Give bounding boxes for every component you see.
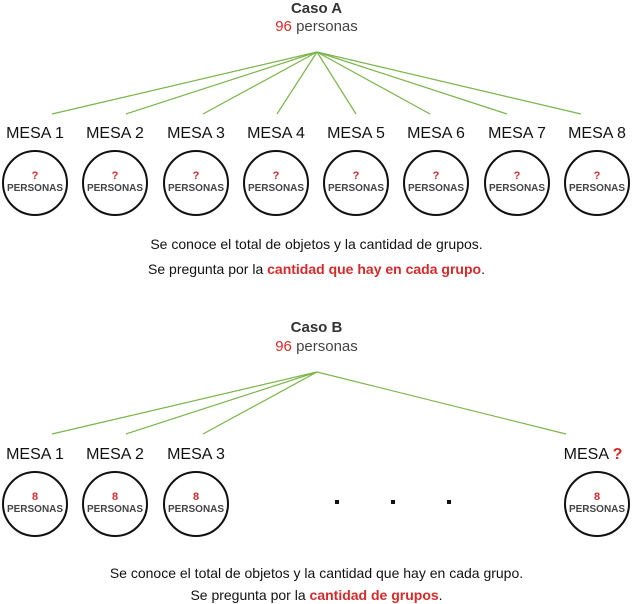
caso-b-note-line-2: Se pregunta por la cantidad de grupos. bbox=[0, 587, 633, 603]
caso-a-total: 96 personas bbox=[0, 18, 633, 35]
caso-b-connectors bbox=[51, 371, 567, 435]
mesa-unit: PERSONAS bbox=[6, 183, 64, 194]
mesa-label-text: MESA bbox=[563, 446, 609, 463]
caso-b-mesa-2-label: MESA 2 bbox=[86, 446, 144, 463]
mesa-value: ? bbox=[111, 170, 119, 182]
caso-b-total-unit: personas bbox=[296, 338, 358, 355]
note-highlight: cantidad que hay en cada grupo bbox=[267, 261, 482, 277]
mesa-value: ? bbox=[192, 170, 200, 182]
mesa-value: 8 bbox=[192, 491, 200, 503]
mesa-unit: PERSONAS bbox=[86, 183, 144, 194]
caso-a-mesa-6-circle: ? PERSONAS bbox=[403, 150, 469, 216]
caso-b-mesa-1-circle: 8 PERSONAS bbox=[2, 471, 68, 537]
mesa-unit: PERSONAS bbox=[488, 183, 546, 194]
caso-a-mesa-5-circle: ? PERSONAS bbox=[323, 150, 389, 216]
caso-a-title: Caso A bbox=[290, 0, 343, 17]
caso-b-title: Caso B bbox=[290, 319, 343, 336]
mesa-unit: PERSONAS bbox=[167, 183, 225, 194]
caso-b-mesa-3-label: MESA 3 bbox=[167, 446, 225, 463]
note-suffix: . bbox=[438, 587, 443, 603]
mesa-unit: PERSONAS bbox=[327, 183, 385, 194]
caso-b-mesa-unknown-circle: 8 PERSONAS bbox=[564, 471, 630, 537]
ellipsis-dot bbox=[391, 500, 395, 504]
caso-a-mesa-5-label: MESA 5 bbox=[327, 125, 385, 142]
caso-a-mesa-8-label: MESA 8 bbox=[568, 125, 626, 142]
mesa-value: 8 bbox=[593, 491, 601, 503]
caso-a-mesa-6-label: MESA 6 bbox=[407, 125, 465, 142]
caso-a-total-value: 96 bbox=[275, 18, 292, 35]
ellipsis-dot bbox=[335, 500, 339, 504]
caso-b-mesa-3-circle: 8 PERSONAS bbox=[163, 471, 229, 537]
caso-a-note-line-1: Se conoce el total de objetos y la canti… bbox=[150, 236, 483, 252]
mesa-unit: PERSONAS bbox=[86, 504, 144, 515]
mesa-unit: PERSONAS bbox=[247, 183, 305, 194]
caso-a-mesa-2-label: MESA 2 bbox=[86, 125, 144, 142]
caso-a-total-unit: personas bbox=[296, 18, 358, 35]
mesa-label-question-mark: ? bbox=[612, 446, 623, 463]
note-prefix: Se pregunta por la bbox=[190, 587, 310, 603]
caso-a-connectors bbox=[51, 51, 582, 115]
caso-a-mesa-4-label: MESA 4 bbox=[247, 125, 305, 142]
mesa-value: ? bbox=[272, 170, 280, 182]
caso-b-total: 96 personas bbox=[0, 338, 633, 355]
mesa-value: ? bbox=[513, 170, 521, 182]
caso-a-mesa-2-circle: ? PERSONAS bbox=[82, 150, 148, 216]
mesa-value: 8 bbox=[111, 491, 119, 503]
mesa-value: ? bbox=[352, 170, 360, 182]
mesa-unit: PERSONAS bbox=[407, 183, 465, 194]
caso-b-mesa-2-circle: 8 PERSONAS bbox=[82, 471, 148, 537]
caso-b-mesa-unknown-label: MESA ? bbox=[553, 446, 633, 464]
caso-a-mesa-3-circle: ? PERSONAS bbox=[163, 150, 229, 216]
note-highlight: cantidad de grupos bbox=[309, 587, 439, 603]
caso-b-mesa-1-label: MESA 1 bbox=[6, 446, 64, 463]
mesa-unit: PERSONAS bbox=[6, 504, 64, 515]
caso-a-mesa-8-circle: ? PERSONAS bbox=[564, 150, 630, 216]
mesa-value: 8 bbox=[31, 491, 39, 503]
ellipsis-dot bbox=[447, 500, 451, 504]
mesa-unit: PERSONAS bbox=[568, 504, 626, 515]
caso-a-note-line-2: Se pregunta por la cantidad que hay en c… bbox=[0, 261, 633, 277]
mesa-unit: PERSONAS bbox=[568, 183, 626, 194]
caso-b-note-line-1: Se conoce el total de objetos y la canti… bbox=[109, 565, 524, 581]
mesa-value: ? bbox=[432, 170, 440, 182]
caso-a-mesa-7-circle: ? PERSONAS bbox=[484, 150, 550, 216]
caso-a-mesa-1-label: MESA 1 bbox=[6, 125, 64, 142]
caso-a-mesa-1-circle: ? PERSONAS bbox=[2, 150, 68, 216]
mesa-value: ? bbox=[593, 170, 601, 182]
caso-b-total-value: 96 bbox=[275, 338, 292, 355]
mesa-value: ? bbox=[31, 170, 39, 182]
caso-a-mesa-3-label: MESA 3 bbox=[167, 125, 225, 142]
caso-a-mesa-7-label: MESA 7 bbox=[488, 125, 546, 142]
caso-a-mesa-4-circle: ? PERSONAS bbox=[243, 150, 309, 216]
note-suffix: . bbox=[481, 261, 485, 277]
note-prefix: Se pregunta por la bbox=[148, 261, 268, 277]
mesa-unit: PERSONAS bbox=[167, 504, 225, 515]
